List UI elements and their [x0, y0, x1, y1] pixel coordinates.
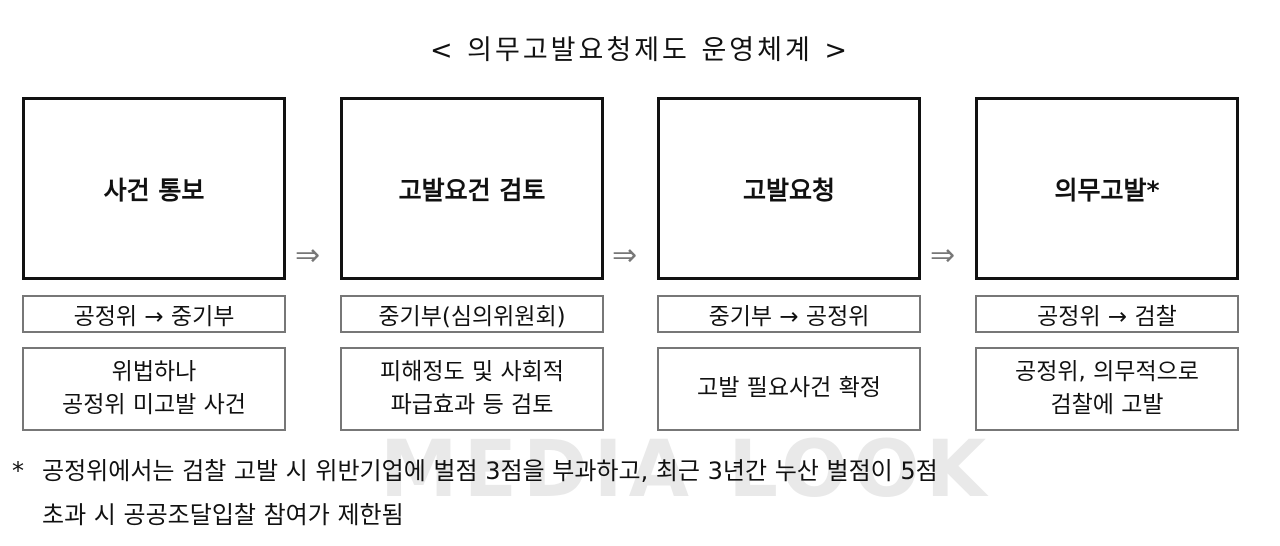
stage-4-desc-box: 공정위, 의무적으로 검찰에 고발 — [975, 347, 1239, 431]
diagram-title: < 의무고발요청제도 운영체계 > — [429, 35, 851, 66]
footnote-line-1: 공정위에서는 검찰 고발 시 위반기업에 벌점 3점을 부과하고, 최근 3년간… — [42, 457, 938, 485]
stage-1-flow-box: 공정위 → 중기부 — [22, 295, 286, 333]
stage-3-desc-box: 고발 필요사건 확정 — [657, 347, 921, 431]
watermark: MEDIA LOOK — [380, 425, 993, 515]
stage-4-main-box: 의무고발* — [975, 97, 1239, 280]
stage-4-flow-box: 공정위 → 검찰 — [975, 295, 1239, 333]
stage-2-desc-box: 피해정도 및 사회적 파급효과 등 검토 — [340, 347, 604, 431]
stage-2-desc-line-2: 파급효과 등 검토 — [390, 392, 554, 418]
stage-2-desc-line-1: 피해정도 및 사회적 — [380, 358, 564, 385]
stage-1-desc-line-1: 위법하나 — [111, 358, 197, 385]
stage-2-main-box: 고발요건 검토 — [340, 97, 604, 280]
stage-1-desc-line-2: 공정위 미고발 사건 — [62, 392, 246, 418]
stage-2-flow-box: 중기부(심의위원회) — [340, 295, 604, 333]
stage-4-desc-line-1: 공정위, 의무적으로 — [1015, 358, 1199, 385]
stage-1: 사건 통보 공정위 → 중기부 위법하나 공정위 미고발 사건 — [22, 97, 286, 437]
flow-arrow-3: ⇒ — [930, 238, 956, 273]
stage-1-main-box: 사건 통보 — [22, 97, 286, 280]
stage-3-flow-box: 중기부 → 공정위 — [657, 295, 921, 333]
stage-2: 고발요건 검토 중기부(심의위원회) 피해정도 및 사회적 파급효과 등 검토 — [340, 97, 604, 437]
stage-4: 의무고발* 공정위 → 검찰 공정위, 의무적으로 검찰에 고발 — [975, 97, 1239, 437]
stage-3: 고발요청 중기부 → 공정위 고발 필요사건 확정 — [657, 97, 921, 437]
stage-3-main-box: 고발요청 — [657, 97, 921, 280]
footnote-line-2: 초과 시 공공조달입찰 참여가 제한됨 — [42, 501, 404, 529]
stage-3-desc-line-1: 고발 필요사건 확정 — [697, 375, 881, 402]
flow-arrow-2: ⇒ — [612, 238, 638, 273]
stage-1-desc-box: 위법하나 공정위 미고발 사건 — [22, 347, 286, 431]
footnote-marker: * — [12, 457, 24, 485]
flow-arrow-1: ⇒ — [295, 238, 321, 273]
stage-4-desc-line-2: 검찰에 고발 — [1050, 392, 1164, 418]
